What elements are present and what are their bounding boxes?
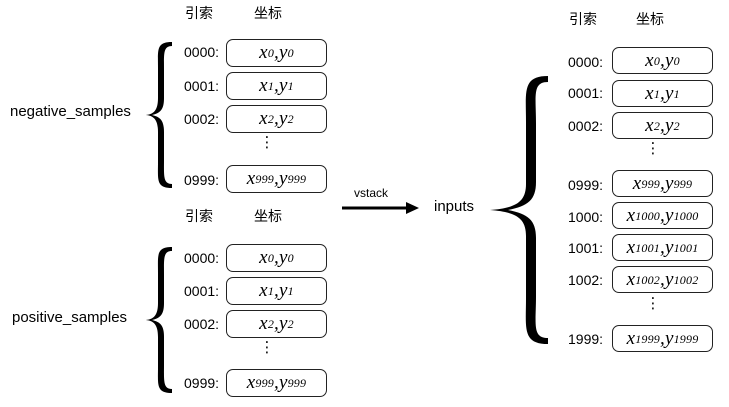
coord-x: x xyxy=(246,372,256,393)
vstack-arrow-icon xyxy=(342,202,419,214)
inputs-row-1-index: 0001: xyxy=(568,85,604,101)
positive-brace xyxy=(144,247,172,393)
coord-y: y xyxy=(278,42,288,63)
coord-sep: , xyxy=(274,280,279,301)
negative-row-3-index: 0999: xyxy=(184,172,220,188)
inputs-row-3-index: 0999: xyxy=(568,177,604,193)
coord-x: x xyxy=(259,280,268,301)
coord-y: y xyxy=(664,204,674,226)
negative-brace xyxy=(144,42,172,188)
coord-sep: , xyxy=(660,49,665,71)
negative-row-2-index: 0002: xyxy=(184,111,220,127)
positive-coord-header: 坐标 xyxy=(254,209,282,225)
negative-row-0-index: 0000: xyxy=(184,44,220,60)
inputs-row-5-index: 1001: xyxy=(568,240,604,256)
coord-y: y xyxy=(664,327,674,349)
coord-y: y xyxy=(278,247,288,268)
inputs-coord-header: 坐标 xyxy=(636,12,664,28)
positive-index-header: 引索 xyxy=(185,209,213,225)
inputs-brace xyxy=(490,76,548,344)
coord-sep: , xyxy=(274,247,279,268)
coord-sep: , xyxy=(274,168,279,189)
coord-y: y xyxy=(664,236,674,258)
inputs-row-0-index: 0000: xyxy=(568,54,604,70)
coord-sep: , xyxy=(274,108,279,129)
negative-samples-label: negative_samples xyxy=(10,103,131,120)
coord-sep: , xyxy=(274,313,279,334)
inputs-index-header: 引索 xyxy=(569,12,597,28)
inputs-label: inputs xyxy=(434,198,475,215)
inputs-row-4-index: 1000: xyxy=(568,209,604,225)
coord-sep: , xyxy=(660,327,665,349)
positive-samples-label: positive_samples xyxy=(12,309,128,326)
inputs-ellipsis-top: ⋮ xyxy=(645,139,661,157)
negative-ellipsis: ⋮ xyxy=(259,133,275,151)
vstack-label: vstack xyxy=(354,186,389,200)
coord-x: x xyxy=(259,108,268,129)
inputs-row-2-index: 0002: xyxy=(568,118,604,134)
coord-x: x xyxy=(246,168,256,189)
coord-y: y xyxy=(664,114,674,136)
positive-ellipsis: ⋮ xyxy=(259,338,275,356)
coord-x: x xyxy=(645,49,654,71)
negative-coord-header: 坐标 xyxy=(254,6,282,22)
coord-x: x xyxy=(259,313,268,334)
coord-y: y xyxy=(278,372,288,393)
negative-index-header: 引索 xyxy=(185,6,213,22)
coord-x: x xyxy=(259,247,268,268)
coord-sep: , xyxy=(274,372,279,393)
negative-row-1-index: 0001: xyxy=(184,78,220,94)
coord-sep: , xyxy=(660,268,665,290)
coord-y: y xyxy=(664,172,674,194)
positive-row-2-index: 0002: xyxy=(184,316,220,332)
coord-y: y xyxy=(664,82,674,104)
inputs-row-7-index: 1999: xyxy=(568,331,604,347)
inputs-ellipsis-bottom: ⋮ xyxy=(645,294,661,312)
coord-x: x xyxy=(626,327,636,349)
coord-x: x xyxy=(259,75,268,96)
coord-sep: , xyxy=(660,236,665,258)
coord-y: y xyxy=(278,75,288,96)
coord-sep: , xyxy=(660,114,665,136)
positive-row-1-index: 0001: xyxy=(184,283,220,299)
coord-x: x xyxy=(626,268,636,290)
coord-sep: , xyxy=(660,82,665,104)
coord-y: y xyxy=(664,49,674,71)
coord-x: x xyxy=(645,114,654,136)
coord-y: y xyxy=(664,268,674,290)
coord-x: x xyxy=(632,172,642,194)
coord-y: y xyxy=(278,280,288,301)
coord-sep: , xyxy=(660,204,665,226)
coord-x: x xyxy=(645,82,654,104)
coord-y: y xyxy=(278,168,288,189)
coord-x: x xyxy=(626,236,636,258)
coord-x: x xyxy=(259,42,268,63)
positive-row-0-index: 0000: xyxy=(184,250,220,266)
coord-y: y xyxy=(278,108,288,129)
coord-sep: , xyxy=(274,42,279,63)
positive-row-3-index: 0999: xyxy=(184,375,220,391)
coord-sep: , xyxy=(660,172,665,194)
coord-sep: , xyxy=(274,75,279,96)
coord-x: x xyxy=(626,204,636,226)
inputs-row-6-index: 1002: xyxy=(568,272,604,288)
coord-y: y xyxy=(278,313,288,334)
